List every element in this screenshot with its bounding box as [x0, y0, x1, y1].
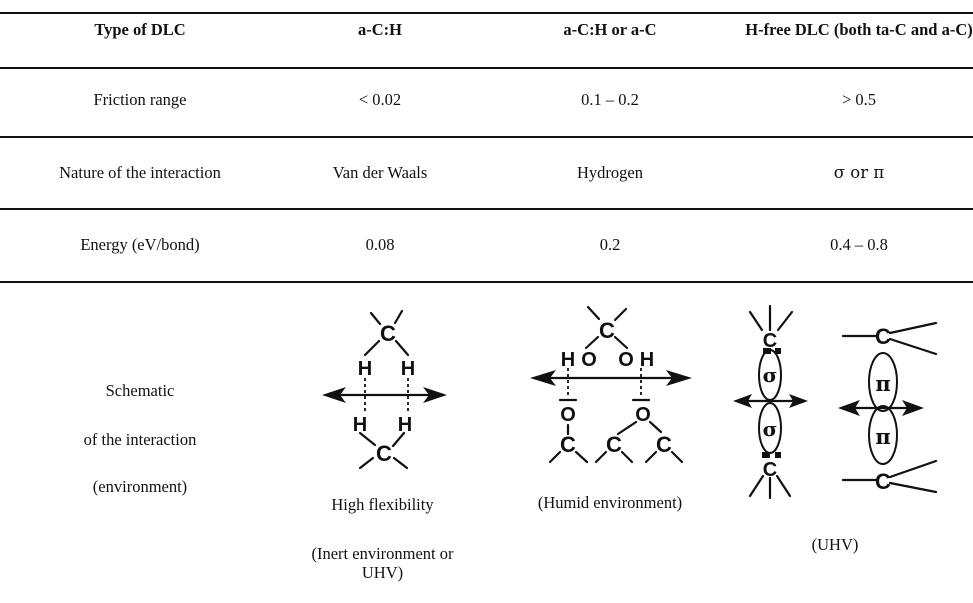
header-type-of-dlc: Type of DLC [94, 20, 186, 39]
pi-orbital-bottom: π [875, 424, 890, 449]
interaction-value-ach: Van der Waals [332, 163, 428, 182]
atom-c-sigma-top: C [763, 330, 777, 352]
friction-value-ach: < 0.02 [358, 90, 402, 109]
row-rule-2 [0, 136, 973, 138]
pi-orbital-top: π [875, 371, 890, 396]
atom-h-bottom-left: H [353, 414, 367, 436]
caption-inert-environment: (Inert environment or UHV) [311, 544, 454, 582]
header-a-c-h: a-C:H [358, 20, 402, 39]
atom-h-bottom-right: H [398, 414, 412, 436]
energy-value-hfree: 0.4 – 0.8 [830, 235, 888, 254]
friction-value-mid: 0.1 – 0.2 [581, 90, 639, 109]
atom-h-left: H [561, 349, 575, 371]
row-label-nature-of-interaction: Nature of the interaction [59, 163, 221, 182]
atom-c-top: C [380, 321, 396, 346]
atom-c-pi-top: C [875, 324, 891, 349]
schematic-label-line-2: of the interaction [83, 430, 197, 449]
friction-value-hfree: > 0.5 [841, 90, 877, 109]
row-rule-1 [0, 67, 973, 69]
table-top-rule [0, 12, 973, 14]
atom-c-lower-mid: C [606, 432, 622, 457]
atom-h-top-left: H [358, 358, 372, 380]
sigma-orbital-top: σ [763, 363, 778, 387]
schematic-label-line-1: Schematic [105, 381, 175, 400]
atom-h-right: H [640, 349, 654, 371]
interaction-value-hfree: σ or π [833, 163, 885, 182]
caption-humid-environment: (Humid environment) [537, 493, 683, 512]
energy-value-mid: 0.2 [599, 235, 621, 254]
atom-c-sigma-bottom: C [763, 459, 777, 481]
row-rule-3 [0, 208, 973, 210]
atom-c-lower-right: C [656, 432, 672, 457]
row-label-friction-range: Friction range [93, 90, 187, 109]
interaction-value-mid: Hydrogen [577, 163, 643, 182]
atom-o-upper-right: O [618, 349, 634, 371]
atom-o-lower-left: O [560, 404, 576, 426]
schematic-label-line-3: (environment) [92, 477, 188, 496]
header-a-c-h-or-a-c: a-C:H or a-C [563, 20, 657, 39]
atom-h-top-right: H [401, 358, 415, 380]
caption-high-flexibility: High flexibility [331, 495, 434, 514]
atom-c-top-mid: C [599, 318, 615, 343]
atom-o-lower-right: O [635, 404, 651, 426]
row-rule-4 [0, 281, 973, 283]
caption-uhv: (UHV) [811, 535, 859, 554]
atom-c-pi-bottom: C [875, 469, 891, 494]
energy-value-ach: 0.08 [365, 235, 395, 254]
sigma-orbital-bottom: σ [763, 417, 778, 441]
atom-c-lower-left: C [560, 432, 576, 457]
header-h-free-dlc: H-free DLC (both ta-C and a-C) [745, 20, 973, 39]
row-label-energy: Energy (eV/bond) [80, 235, 200, 254]
atom-o-upper-left: O [581, 349, 597, 371]
atom-c-bottom: C [376, 441, 392, 466]
